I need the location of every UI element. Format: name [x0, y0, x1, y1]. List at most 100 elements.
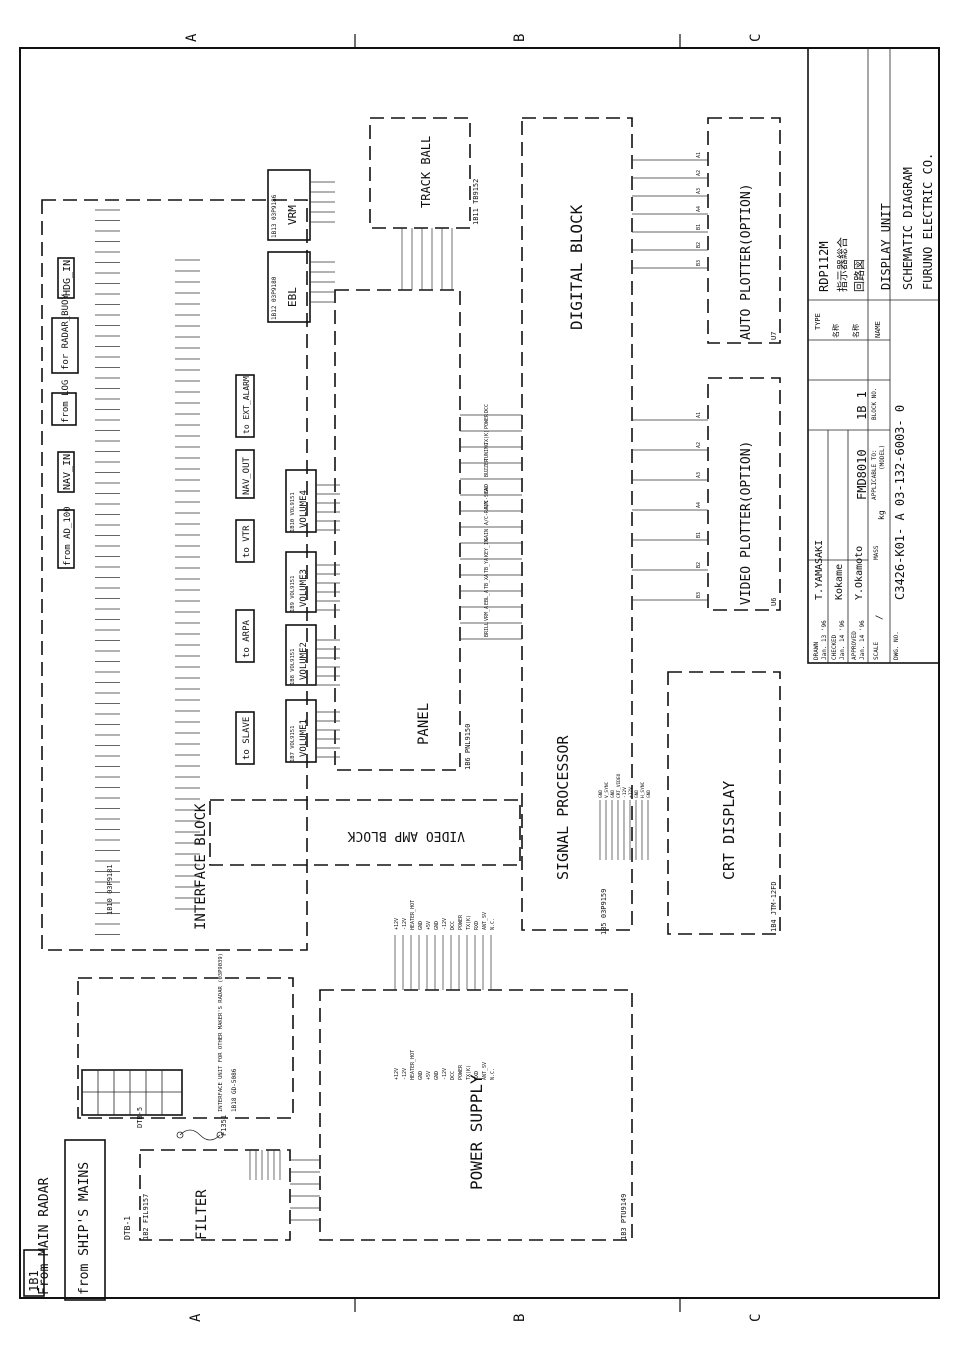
- to-arpa-label: to ARPA: [242, 619, 252, 658]
- from-ships-mains: from SHIP'S MAINS: [77, 1162, 92, 1295]
- svg-text:1B10 VOL9151: 1B10 VOL9151: [290, 492, 296, 532]
- track-ball-label: TRACK BALL: [419, 136, 433, 208]
- zone-b-top: B: [512, 34, 528, 42]
- svg-text:Kokame: Kokame: [834, 564, 845, 600]
- plotter-pin-label: A1: [696, 152, 702, 158]
- sheet-id-box: [23, 1249, 45, 1297]
- plotter-pin-label: B3: [696, 592, 702, 598]
- dtb1-label: DTB-1: [123, 1216, 132, 1240]
- panel-ref: 1B6 PNL9150: [464, 724, 472, 770]
- panel-label: PANEL: [416, 703, 432, 745]
- power-pin-label: GND: [418, 921, 424, 930]
- volume1-label: VOLUME1: [299, 719, 309, 757]
- power-pin-label: -12V: [442, 1068, 448, 1080]
- to-ext-alarm-box: [235, 374, 255, 438]
- svg-text:1B8 VOL9151: 1B8 VOL9151: [290, 649, 296, 685]
- power-pin-label: POWER: [458, 914, 464, 930]
- plotter-pin-label: A3: [696, 188, 702, 194]
- crt-display-outline: [667, 671, 781, 935]
- svg-text:Jan. 13 '96: Jan. 13 '96: [821, 620, 828, 660]
- from-ships-mains-box: [64, 1139, 106, 1301]
- crt-pin-label: +12V: [628, 787, 634, 798]
- power-pin-label: ANT_SV: [482, 1062, 488, 1080]
- crt-pin-label: GND: [646, 790, 652, 798]
- svg-text:DWG. NO.: DWG. NO.: [893, 631, 900, 660]
- from-ad100-box: [57, 509, 75, 569]
- vrm-box: [267, 169, 311, 241]
- power-pin-label: N.C.: [490, 1068, 496, 1080]
- drawing-number: C3426-K01- A 03-132-6003- 0: [893, 405, 907, 600]
- svg-text:1B7 VOL9151: 1B7 VOL9151: [290, 726, 296, 762]
- panel-pin-label: BRILL: [484, 622, 490, 637]
- svg-text:U6: U6: [770, 598, 778, 606]
- interface-block-label: INTERFACE BLOCK: [193, 803, 209, 930]
- nav-in-label: NAV_IN: [62, 454, 73, 490]
- vrm-ref: 1B13 03P9186: [271, 194, 278, 238]
- power-pin-label: +5V: [426, 1071, 432, 1080]
- auto-plotter-label: AUTO PLOTTER(OPTION): [739, 183, 754, 340]
- svg-text:指示器総合: 指示器総合: [835, 237, 849, 292]
- panel-pin-label: KEY_IN: [484, 539, 490, 557]
- power-pin-label: GND: [434, 1071, 440, 1080]
- svg-text:(MODEL): (MODEL): [879, 445, 886, 470]
- plotter-pin-label: A4: [696, 502, 702, 508]
- volume2-box: [285, 624, 317, 686]
- volume3-box: [285, 551, 317, 613]
- panel-pin-label: TUNING: [484, 443, 490, 461]
- svg-text:Y.Okamoto: Y.Okamoto: [854, 546, 865, 600]
- zone-a-bottom: A: [188, 1313, 204, 1322]
- power-pin-label: -12V: [442, 918, 448, 930]
- panel-pin-label: BUZZER: [484, 458, 490, 477]
- unit-title: DISPLAY UNIT: [879, 203, 893, 290]
- crt-pin-label: GND: [598, 790, 604, 798]
- from-log-box: [51, 392, 77, 426]
- nav-out-box: [235, 449, 255, 499]
- svg-text:U7: U7: [770, 332, 778, 340]
- plotter-pin-label: B3: [696, 260, 702, 266]
- svg-text:/: /: [875, 615, 885, 620]
- from-log-label: from LOG: [61, 380, 71, 423]
- plotter-pin-label: A3: [696, 472, 702, 478]
- power-pin-label: DCC: [450, 1071, 456, 1080]
- svg-text:Jan. 14 '96: Jan. 14 '96: [839, 620, 846, 660]
- svg-text:MASS: MASS: [873, 545, 880, 560]
- zone-c-bottom: C: [748, 1314, 764, 1322]
- svg-text:kg: kg: [877, 510, 886, 520]
- panel-pin-label: A/C-RAIN: [484, 501, 490, 525]
- vrm-label: VRM: [286, 205, 299, 225]
- zone-a-top: A: [184, 33, 200, 42]
- to-slave-box: [235, 711, 255, 765]
- svg-text:T.YAMASAKI: T.YAMASAKI: [814, 540, 825, 600]
- panel-pin-label: VRM_A: [484, 606, 490, 621]
- video-amp-block-label: VIDEO AMP BLOCK: [347, 828, 465, 843]
- svg-text:SCALE: SCALE: [873, 642, 880, 660]
- power-pin-label: TX(K): [466, 1065, 472, 1080]
- dtb5-label: DTB-5: [136, 1107, 144, 1128]
- panel-pin-label: TB_XA: [484, 574, 490, 589]
- plotter-pin-label: A4: [696, 206, 702, 212]
- power-pin-label: +5V: [426, 921, 432, 930]
- power-pin-label: POWER: [458, 1064, 464, 1080]
- panel-pin-label: TB_YA: [484, 558, 490, 573]
- crt-pin-label: GND: [634, 790, 640, 798]
- ebl-label: EBL: [286, 287, 299, 307]
- plotter-pin-label: B1: [696, 224, 702, 230]
- hdg-in-box: [57, 257, 75, 299]
- crt-pin-label: H_SYNC: [640, 781, 646, 798]
- svg-text:回路図: 回路図: [853, 259, 866, 292]
- track-ball-outline: [369, 117, 471, 229]
- svg-text:TYPE: TYPE: [814, 313, 822, 330]
- ebl-box: [267, 251, 311, 323]
- wire-bundles: +12V+12V-12V-12VHEATER_HOTHEATER_HOTGNDG…: [95, 152, 708, 1221]
- svg-text:BLOCK NO.: BLOCK NO.: [871, 387, 878, 420]
- filter-outline: [139, 1149, 291, 1241]
- to-vtr-box: [235, 519, 255, 563]
- hdg-in-label: HDG_IN: [62, 260, 73, 296]
- radar-buoy-box: [51, 317, 79, 374]
- video-plotter-label: VIDEO PLOTTER(OPTION): [739, 441, 754, 605]
- power-supply-ref: 1B3 PTU9149: [620, 1194, 628, 1240]
- plotter-pin-label: B1: [696, 532, 702, 538]
- interface-unit-ref: 1B18 GD-5086: [231, 1068, 238, 1112]
- crt-pin-label: -12V: [622, 787, 628, 798]
